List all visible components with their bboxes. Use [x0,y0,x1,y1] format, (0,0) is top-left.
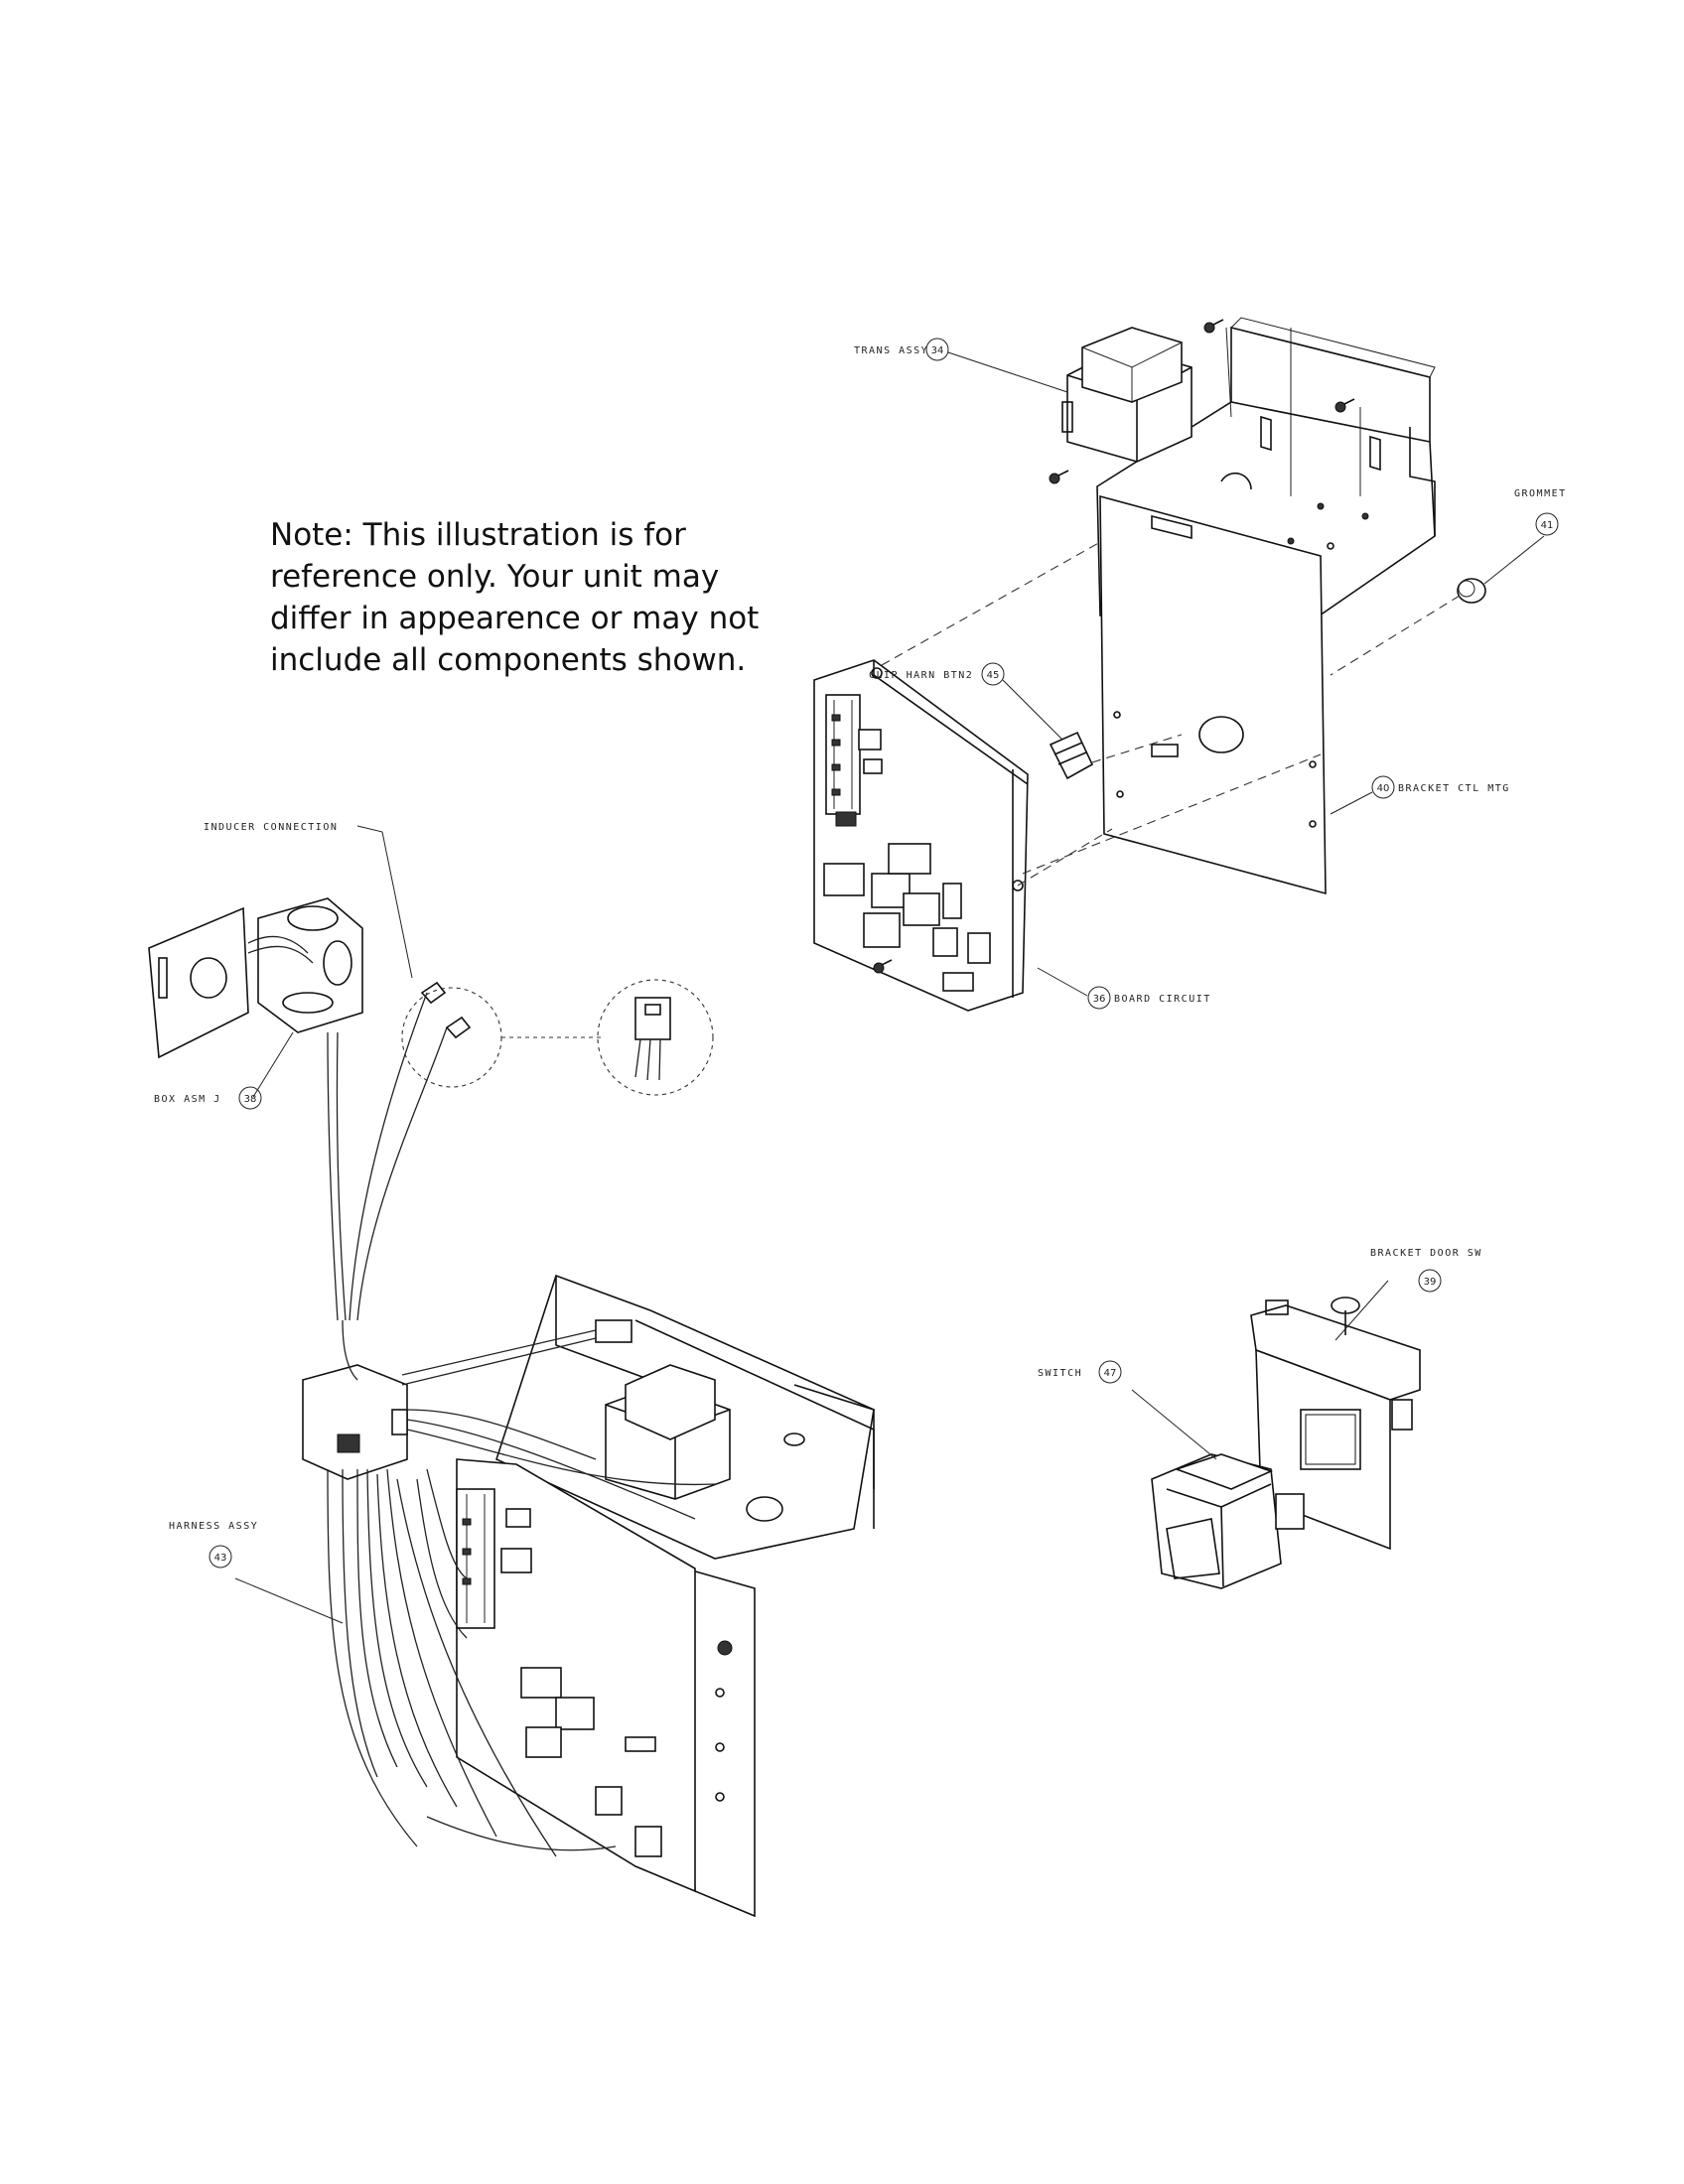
svg-text:BOX ASM J: BOX ASM J [154,1094,221,1105]
svg-text:43: 43 [214,1553,227,1564]
svg-text:45: 45 [987,670,1000,681]
wire-bundle [327,992,448,1321]
svg-text:TRANS ASSY: TRANS ASSY [854,345,928,356]
control-assembly-lower [302,1274,875,1918]
box-asm-38 [148,897,363,1059]
note-line: Note: This illustration is for [270,517,686,553]
transformer-34 [1061,327,1193,463]
screw [873,959,893,974]
callout-board-circuit: 36 BOARD CIRCUIT [1087,986,1211,1010]
svg-text:36: 36 [1093,994,1106,1005]
note-line: reference only. Your unit may [270,559,720,595]
reference-note: Note: This illustration is for reference… [270,514,760,681]
callout-clip-harn: CLIP HARN BTN2 45 [869,662,1005,686]
control-bracket-assembly [813,317,1486,1012]
door-switch-assembly [1151,1297,1421,1589]
svg-text:34: 34 [931,345,944,356]
svg-text:41: 41 [1541,520,1554,531]
screw [1334,398,1355,413]
svg-text:47: 47 [1104,1368,1117,1379]
screw [1203,319,1224,334]
grommet-41 [1457,578,1486,604]
callout-leaders [234,351,1545,1624]
callout-inducer: INDUCER CONNECTION [204,822,338,833]
svg-text:38: 38 [244,1094,257,1105]
note-line: include all components shown. [270,642,747,678]
svg-text:40: 40 [1377,783,1390,794]
clip-harn-45 [1049,731,1094,780]
svg-text:GROMMET: GROMMET [1514,488,1567,499]
note-line: differ in appearence or may not [270,601,760,636]
svg-text:BOARD CIRCUIT: BOARD CIRCUIT [1114,994,1211,1005]
callout-box-asm: BOX ASM J 38 [154,1086,262,1110]
callout-bracket-door: BRACKET DOOR SW 39 [1370,1248,1482,1293]
callout-grommet: GROMMET 41 [1514,488,1567,536]
svg-text:INDUCER CONNECTION: INDUCER CONNECTION [204,822,338,833]
svg-text:CLIP HARN BTN2: CLIP HARN BTN2 [869,670,973,681]
callout-harness: HARNESS ASSY 43 [169,1521,258,1569]
svg-text:SWITCH: SWITCH [1038,1368,1082,1379]
svg-text:HARNESS ASSY: HARNESS ASSY [169,1521,258,1532]
callout-trans-assy: TRANS ASSY 34 [854,338,949,361]
screw [1049,470,1069,484]
circuit-board-36 [813,659,1029,1012]
callout-switch: SWITCH 47 [1038,1360,1122,1384]
inducer-connection-detail [401,979,714,1096]
svg-text:BRACKET CTL MTG: BRACKET CTL MTG [1398,783,1510,794]
callout-bracket-ctl: 40 BRACKET CTL MTG [1371,775,1510,799]
svg-text:BRACKET DOOR SW: BRACKET DOOR SW [1370,1248,1482,1259]
svg-text:39: 39 [1424,1277,1437,1288]
